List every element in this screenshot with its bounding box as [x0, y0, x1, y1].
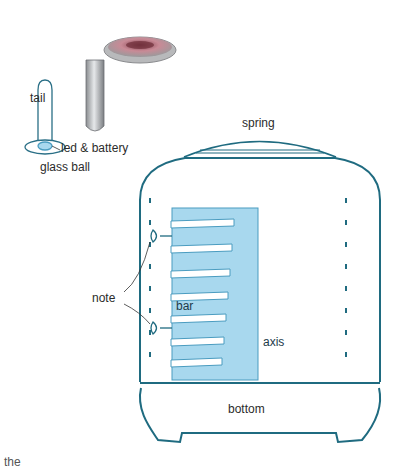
slit	[149, 264, 151, 269]
part-label: axis	[263, 336, 284, 349]
axis-comb	[171, 208, 258, 380]
bar-gap	[171, 269, 230, 278]
slit	[149, 352, 151, 357]
note-pins	[151, 230, 172, 334]
part-label: bar	[176, 300, 193, 313]
slit	[149, 286, 151, 291]
pin-figure	[86, 37, 176, 131]
part-label: tail	[30, 92, 45, 105]
spring-lines	[196, 150, 324, 153]
part-label: note	[92, 292, 115, 305]
slit	[149, 308, 151, 313]
bar-gap	[171, 358, 222, 367]
bar-gap	[171, 219, 234, 228]
slit	[345, 308, 347, 313]
slit	[345, 286, 347, 291]
slit	[149, 220, 151, 225]
slit	[345, 242, 347, 247]
slit	[345, 352, 347, 357]
part-label: spring	[242, 117, 275, 130]
note-leaders	[124, 242, 150, 324]
slit	[149, 198, 151, 203]
slit	[149, 330, 151, 335]
slit	[345, 264, 347, 269]
housing-outline	[140, 142, 380, 443]
part-label: led & battery	[61, 142, 128, 155]
bar-gap	[171, 244, 232, 253]
bar-gap	[171, 337, 224, 346]
bar-gap	[171, 314, 226, 323]
part-label: glass ball	[40, 161, 90, 174]
slit	[345, 198, 347, 203]
tail-figure	[25, 80, 65, 154]
part-label: the	[4, 456, 21, 469]
slit	[345, 330, 347, 335]
part-label: bottom	[228, 403, 265, 416]
slit	[345, 220, 347, 225]
